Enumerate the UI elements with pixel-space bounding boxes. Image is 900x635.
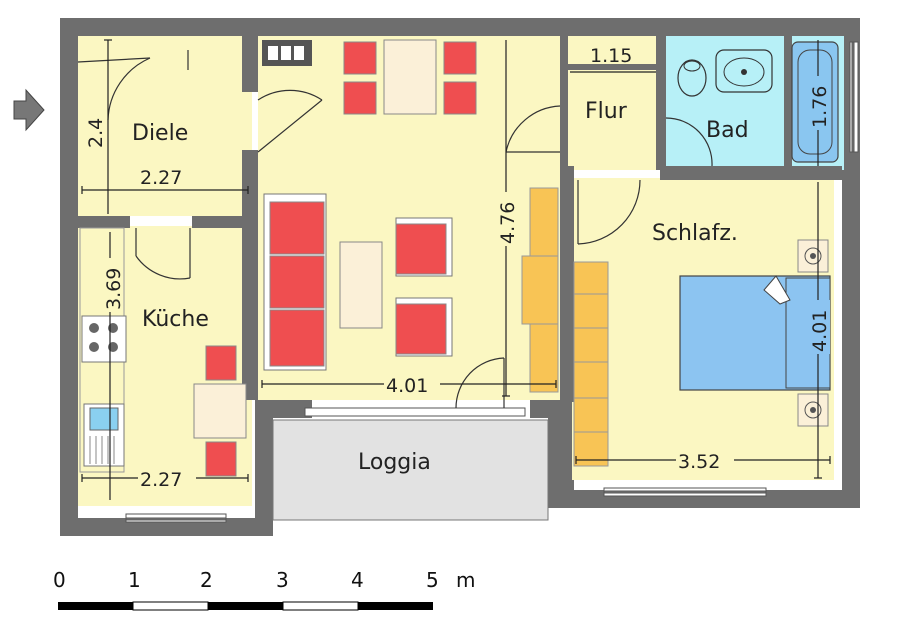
scale-tick-label: 3 [276,568,289,592]
scale-tick-label: 4 [351,568,364,592]
scale-tick-label: 5 [426,568,439,592]
living-cabinet [521,187,559,393]
dining-set [343,39,477,115]
windows [125,41,859,523]
loggia-floor [272,419,549,521]
armchairs [395,217,453,357]
dim-diele-width: 2.27 [140,167,182,189]
vent-icon [262,40,312,66]
scale-tick-label: 0 [53,568,66,592]
dim-kueche-height: 3.69 [103,268,125,310]
chair [343,81,377,115]
interior-walls [78,36,842,402]
chair [443,41,477,75]
chair [443,81,477,115]
dining-table [383,39,437,115]
wardrobe [573,261,609,467]
chair [343,41,377,75]
room-label-flur: Flur [585,99,628,124]
scale-tick-label: 2 [200,568,213,592]
nightstands [797,239,829,427]
flur-floor [566,36,660,170]
toilet-icon [677,59,707,97]
dim-kueche-width: 2.27 [140,469,182,491]
room-label-loggia: Loggia [358,450,431,475]
scale-bar: 0 1 2 3 4 5 m [53,568,475,611]
dim-wohn-width: 4.01 [386,375,428,397]
room-label-diele: Diele [132,121,188,146]
room-label-bad: Bad [706,118,749,143]
dim-wohn-height: 4.76 [497,202,519,244]
sofa [263,193,327,371]
doors [77,50,713,409]
scale-unit: m [456,568,475,592]
dim-diele-height: 2.4 [85,118,107,148]
dim-schlaf-height: 4.01 [809,310,831,352]
stove-icon [81,315,127,363]
dim-flur-width: 1.15 [590,45,632,67]
room-label-schlafzimmer: Schlafz. [652,221,738,246]
dim-bad-height: 1.76 [809,86,831,128]
kitchen-table [193,345,247,477]
walls [60,18,860,536]
dim-schlaf-width: 3.52 [678,451,720,473]
room-label-kueche: Küche [142,307,209,332]
entrance-arrow-icon [13,88,45,132]
coffee-table [339,241,383,329]
bath-fixtures [677,41,839,163]
scale-tick-label: 1 [128,568,141,592]
